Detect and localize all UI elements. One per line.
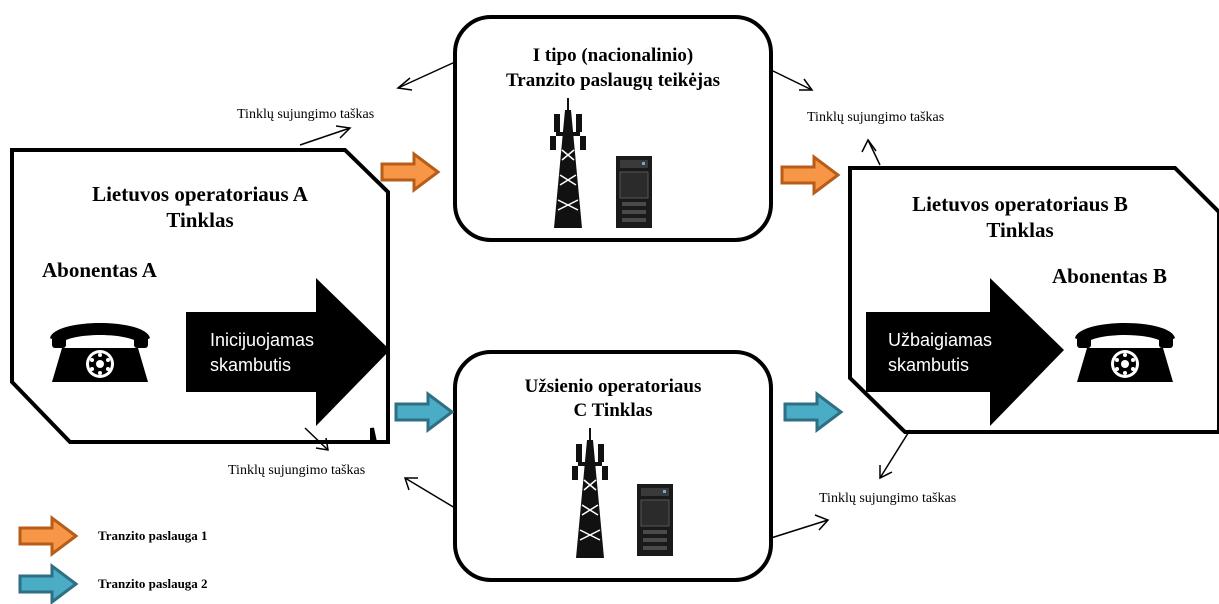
terminated-call-line1: Užbaigiamas <box>888 330 993 350</box>
interconnection-label-top-left: Tinklų sujungimo taškas <box>237 107 375 122</box>
legend-orange-arrow <box>18 516 78 556</box>
legend-item-transit-1: Tranzito paslauga 1 <box>98 528 208 543</box>
network-a-title-line2: Tinklas <box>166 208 234 232</box>
interconnection-label-top-right: Tinklų sujungimo taškas <box>807 110 945 125</box>
server-icon-transit <box>615 155 653 229</box>
initiated-call-line1: Inicijuojamas <box>210 330 315 350</box>
legend-blue-arrow <box>18 564 78 604</box>
network-b-title-line2: Tinklas <box>986 218 1054 242</box>
network-b-title-line1: Lietuvos operatoriaus B <box>912 192 1128 216</box>
subscriber-a-label: Abonentas A <box>42 258 157 282</box>
foreign-title-line1: Užsienio operatoriaus <box>524 376 702 397</box>
transit-title-line1: I tipo (nacionalinio) <box>532 45 694 66</box>
transit-1-arrow-right <box>780 155 840 195</box>
interconnection-label-bottom-left: Tinklų sujungimo taškas <box>228 463 366 478</box>
terminated-call-line2: skambutis <box>888 355 970 375</box>
legend-item-transit-2: Tranzito paslauga 2 <box>98 576 208 591</box>
foreign-box <box>453 350 773 582</box>
telephone-icon-a <box>50 323 150 382</box>
network-a-title-line1: Lietuvos operatoriaus A <box>92 182 308 206</box>
transit-2-arrow-right <box>783 392 843 432</box>
telephone-icon-b <box>1075 323 1175 382</box>
initiated-call-line2: skambutis <box>210 355 292 375</box>
server-icon-foreign <box>636 483 674 557</box>
interconnection-pointers <box>299 61 911 539</box>
subscriber-b-label: Abonentas B <box>1052 264 1167 288</box>
transit-box <box>453 15 773 242</box>
interconnection-label-bottom-right: Tinklų sujungimo taškas <box>819 491 957 506</box>
transit-title-line2: Tranzito paslaugų teikėjas <box>506 70 720 91</box>
transit-2-arrow-left <box>394 392 454 432</box>
transit-1-arrow-left <box>380 152 440 192</box>
initiated-call-arrow <box>186 278 390 426</box>
terminated-call-arrow <box>866 278 1064 426</box>
foreign-title-line2: C Tinklas <box>573 400 653 421</box>
